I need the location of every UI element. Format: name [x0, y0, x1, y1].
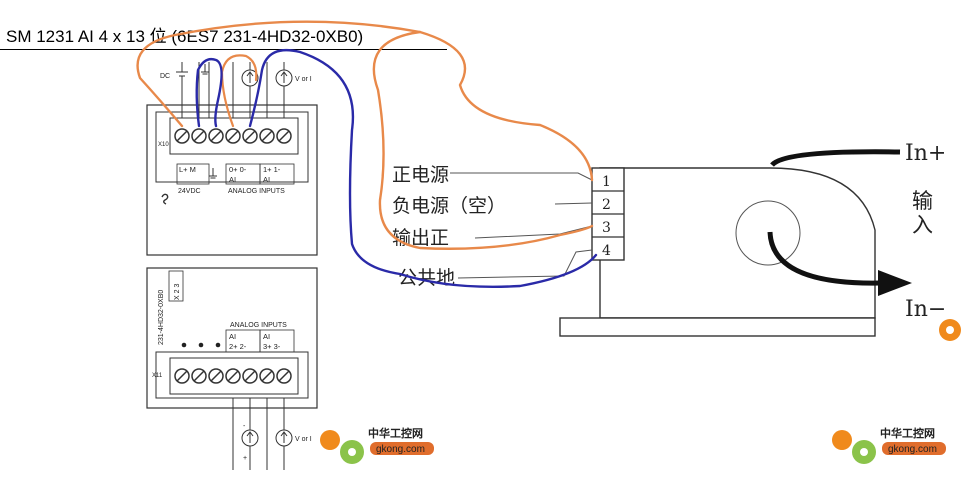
terminal-id-top: X10 [158, 142, 169, 148]
analog-inputs-top: ANALOG INPUTS [228, 188, 285, 195]
in-minus-label: In− [905, 297, 946, 322]
common-ground-label: 公共地 [398, 267, 455, 289]
gear-icon [320, 430, 340, 450]
module-title: SM 1231 AI 4 x 13 位 (6ES7 231-4HD32-0XB0… [0, 24, 447, 50]
blue-wire-ground [248, 48, 598, 288]
input-label-line2: 入 [912, 213, 933, 237]
terminal-2: 2 [602, 197, 611, 213]
vori-top: V or I [295, 76, 312, 83]
ch3-label: 3+ 3- [263, 342, 281, 351]
ch2-ai: AI [229, 332, 236, 341]
watermark-bottom-left: 中华工控网 gkong.com [320, 426, 434, 464]
transmitter-base [559, 317, 876, 337]
dc-source-wire [176, 62, 188, 118]
vori-bottom: V or I [295, 436, 312, 443]
output-positive-label: 输出正 [392, 227, 449, 249]
gear-icon [832, 430, 852, 450]
ch3-ai: AI [263, 332, 270, 341]
part-number: 231-4HD32-0XB0 [158, 290, 165, 345]
orange-wire-loop [220, 54, 258, 128]
watermark-url: gkong.com [376, 444, 425, 455]
box-labels: X 2 3 [174, 284, 181, 300]
bottom-terminal-block: 231-4HD32-0XB0 X 2 3 ANALOG INPUTS AI 2+… [146, 267, 318, 470]
terminal-1: 1 [602, 174, 611, 190]
positive-supply-label: 正电源 [392, 164, 449, 186]
ch0-ai: AI [229, 175, 236, 184]
conductor-in-plus [770, 149, 901, 167]
terminal-3: 3 [602, 220, 611, 236]
wiring-labels: 正电源 负电源（空） 输出正 公共地 [392, 164, 593, 289]
top-power-source: DC V or I [160, 62, 312, 118]
watermark-text-cn: 中华工控网 [880, 426, 935, 440]
polarity-minus: - [243, 423, 246, 430]
ground-symbol-top [209, 168, 217, 179]
watermark-right-edge [939, 319, 961, 341]
current-arrow-icon [878, 270, 912, 296]
current-transmitter: 1 2 3 4 In+ 输 入 In− [559, 141, 946, 337]
ground-symbol-supply [201, 64, 209, 75]
top-terminal-block: X10 L+ M 24VDC 0+ 0- AI 1+ 1- AI ANALOG … [146, 104, 318, 256]
ch2-label: 2+ 2- [229, 342, 247, 351]
ch1-ai: AI [263, 175, 270, 184]
polarity-plus: + [243, 455, 247, 462]
watermark-bottom-right: 中华工控网 gkong.com [832, 426, 946, 464]
in-plus-label: In+ [905, 141, 946, 166]
watermark-url: gkong.com [888, 444, 937, 455]
power-labels: L+ M [179, 165, 196, 174]
analog-inputs-bottom: ANALOG INPUTS [230, 322, 287, 329]
blue-wire-supply [195, 57, 223, 128]
power-rating: 24VDC [178, 188, 201, 195]
screw-terminals-top [174, 128, 292, 144]
conductor-in-minus [767, 231, 881, 286]
module-logo-icon [161, 193, 169, 205]
orange-wire-output [372, 30, 594, 250]
terminal-id-bottom: X11 [152, 373, 163, 379]
terminal-4: 4 [602, 243, 611, 259]
ch0-label: 0+ 0- [229, 165, 247, 174]
hand-drawn-wires [136, 20, 598, 288]
watermark-text-cn: 中华工控网 [368, 426, 423, 440]
screw-terminals-bottom [174, 368, 292, 384]
negative-supply-label: 负电源（空） [392, 195, 506, 217]
input-label-line1: 输 [912, 189, 933, 213]
dc-label: DC [160, 73, 170, 80]
ch1-label: 1+ 1- [263, 165, 281, 174]
